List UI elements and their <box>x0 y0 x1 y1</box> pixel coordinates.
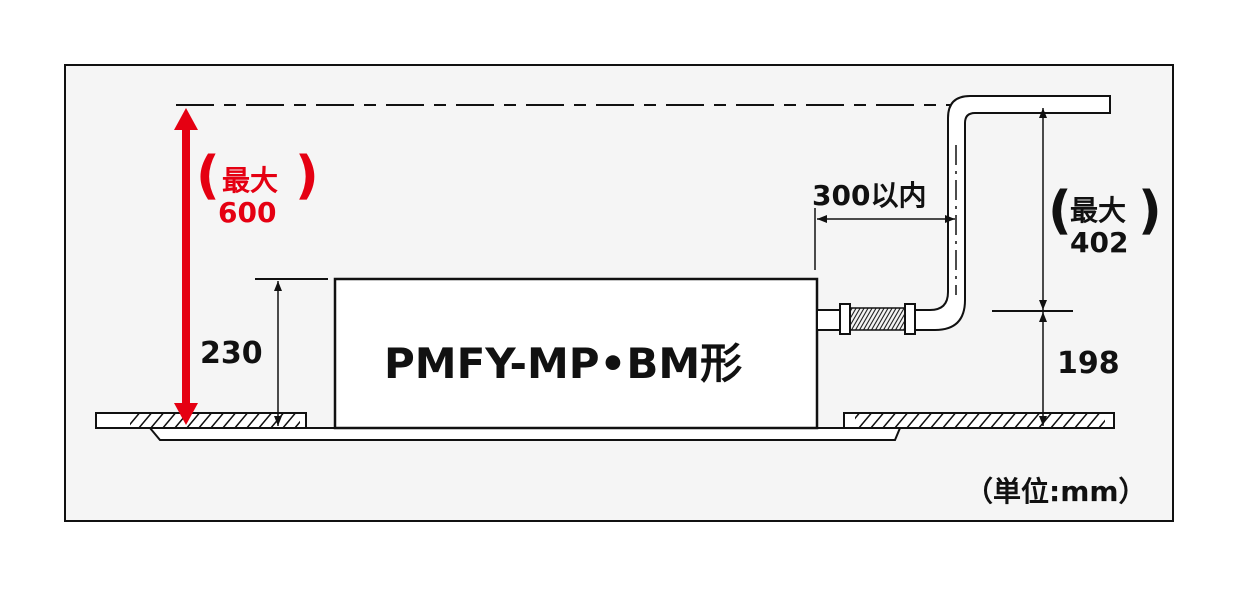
max-lift-value: 600 <box>218 196 277 229</box>
max-lift-top: 最大 <box>222 164 279 197</box>
drain-outlet-height-label: 198 <box>1057 346 1120 381</box>
max-lift-arrow <box>174 108 198 425</box>
ceiling-left <box>95 412 307 429</box>
paren-open-left: ( <box>196 146 220 206</box>
max-rise-top: 最大 <box>1070 194 1127 227</box>
max-rise-value: 402 <box>1070 226 1129 259</box>
rise-dimension <box>992 108 1073 426</box>
horizontal-pipe-label: 300以内 <box>812 179 927 212</box>
unit-height-label: 230 <box>200 336 263 371</box>
indoor-unit-body <box>333 277 819 430</box>
drain-pipe <box>816 95 1111 335</box>
unit-label: （単位:mm） <box>965 475 1147 508</box>
paren-open-right: ( <box>1048 181 1072 241</box>
ceiling-panel <box>147 427 902 441</box>
horizontal-pipe-dimension <box>814 208 955 270</box>
ceiling-right <box>843 412 1115 429</box>
paren-close-right: ) <box>1138 181 1162 241</box>
paren-close-left: ) <box>295 146 319 206</box>
model-label: PMFY-MP•BM形 <box>384 339 743 388</box>
unit-height-dimension <box>255 278 328 426</box>
